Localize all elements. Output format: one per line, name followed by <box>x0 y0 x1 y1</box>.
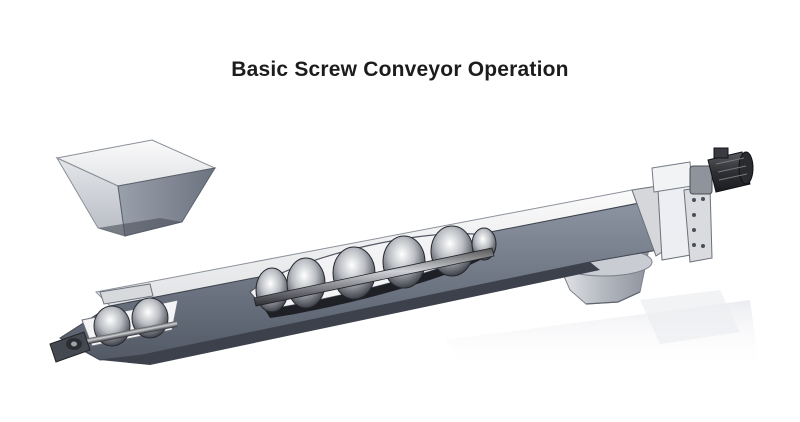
screw-flight <box>332 246 376 300</box>
screw-flight <box>286 257 326 309</box>
floor-reflection <box>445 290 760 372</box>
end-plate <box>631 161 713 263</box>
screw-flight <box>382 235 426 289</box>
hopper <box>55 139 217 237</box>
left-cutaway <box>81 297 179 347</box>
screw-flight <box>430 225 474 277</box>
drive-motor <box>689 147 754 195</box>
shaft <box>253 247 495 307</box>
diagram-title: Basic Screw Conveyor Operation <box>231 58 569 81</box>
bearing <box>49 331 91 363</box>
